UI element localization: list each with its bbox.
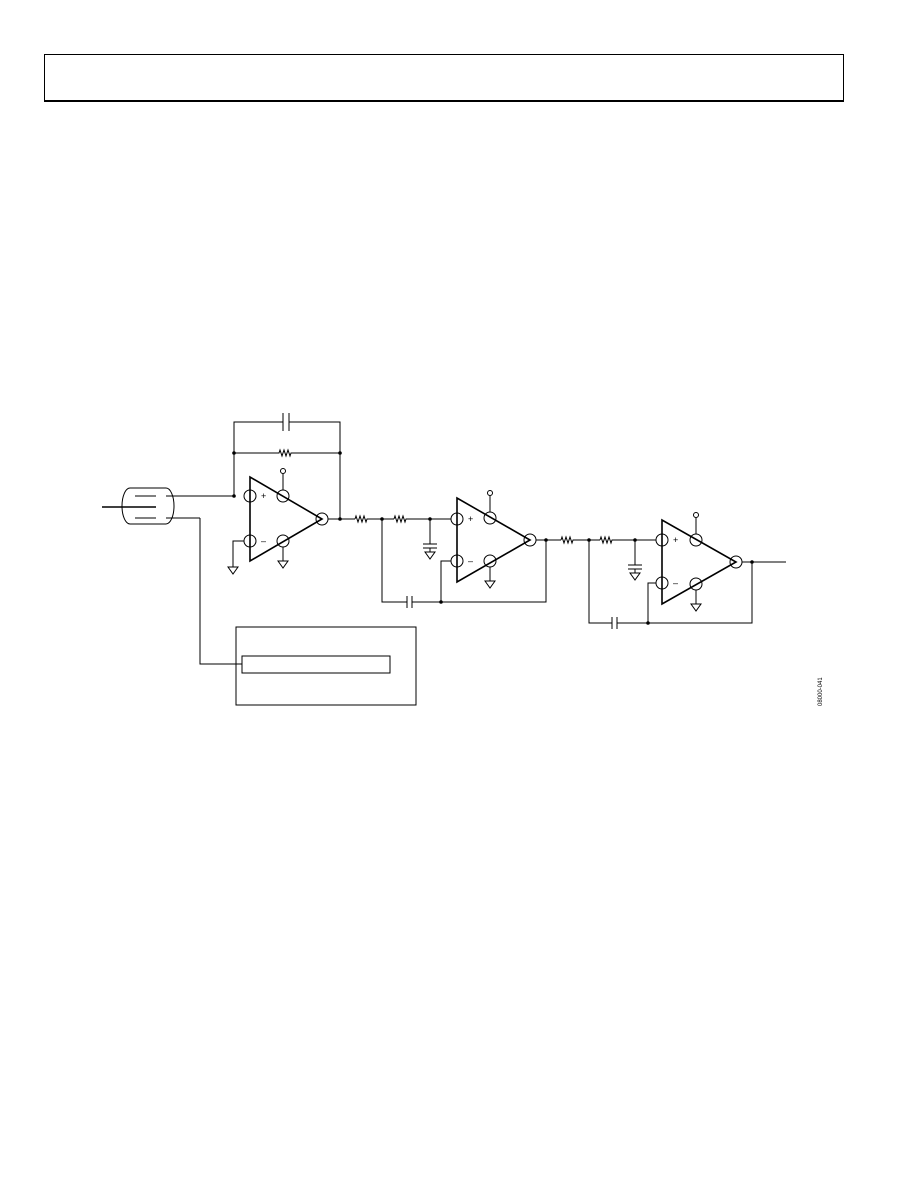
opamp-stage3 <box>655 512 786 612</box>
stage3-plus-label: + <box>673 535 678 545</box>
sensor-element <box>102 487 242 665</box>
stage2-minus-label: – <box>468 556 473 566</box>
opamp-stage2 <box>450 490 561 589</box>
figure-code: 08000-041 <box>818 677 824 706</box>
stage2-plus-label: + <box>468 514 473 524</box>
stage2-input-network <box>354 514 547 608</box>
stage3-input-network <box>560 535 753 629</box>
junction-dots <box>232 451 754 625</box>
opamp-stage1 <box>227 468 355 575</box>
stage1-minus-label: – <box>261 536 266 546</box>
page-header-box <box>44 54 844 102</box>
stage1-feedback-network <box>233 413 341 519</box>
stage1-plus-label: + <box>261 491 266 501</box>
stage3-minus-label: – <box>673 578 678 588</box>
processor-block <box>235 626 417 706</box>
